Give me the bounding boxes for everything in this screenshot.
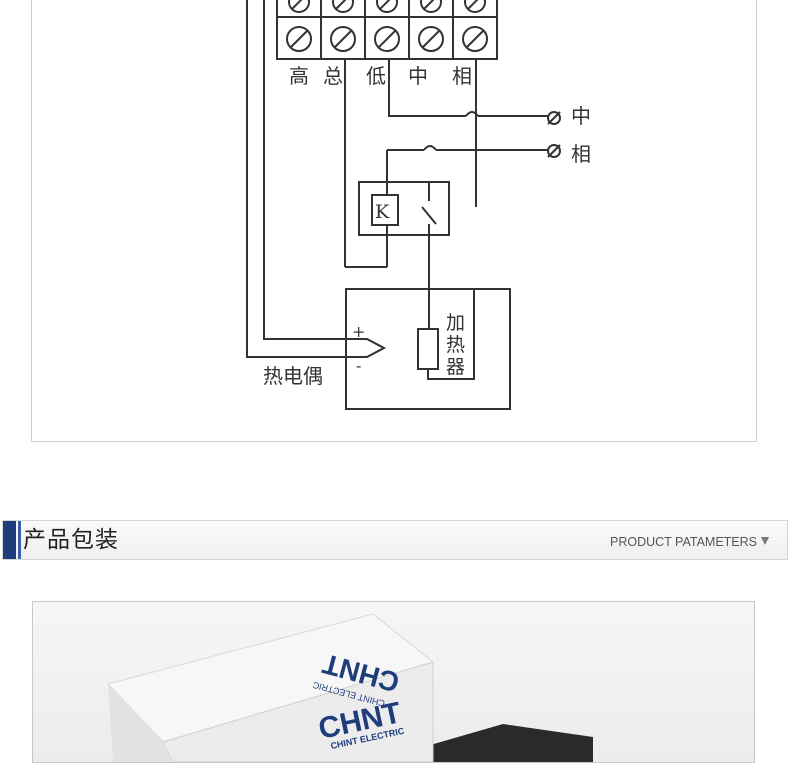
terminal-label-neutral: 中 <box>408 64 428 88</box>
heater-label-2: 热 <box>446 334 465 356</box>
product-photo: CHNT CHINT ELECTRIC CHNT CHINT ELECTRIC <box>32 601 755 763</box>
terminal-label-total: 总 <box>323 64 343 88</box>
section-accent <box>3 521 16 559</box>
section-title: 产品包装 <box>23 527 119 553</box>
relay-coil <box>371 194 399 226</box>
heater-label-3: 器 <box>446 356 465 378</box>
triangle-down-icon <box>761 537 769 545</box>
terminal-label-phase: 相 <box>452 64 472 88</box>
terminal-block <box>276 0 498 60</box>
heater-label-1: 加 <box>446 312 465 334</box>
right-label-phase: 相 <box>571 142 591 166</box>
section-header: 产品包装 PRODUCT PATAMETERS <box>2 520 788 560</box>
heater-enclosure <box>345 288 511 410</box>
wiring-diagram: 高 总 低 中 相 中 相 K 加 热 器 热电偶 + - <box>246 0 591 410</box>
box-side-face <box>108 684 173 762</box>
dark-device <box>413 724 593 762</box>
thermocouple-label: 热电偶 <box>263 364 323 388</box>
minus-sign: - <box>356 356 361 375</box>
section-accent-line <box>18 521 21 559</box>
terminal-label-high: 高 <box>289 64 309 88</box>
relay-label: K <box>375 201 390 223</box>
plus-sign: + <box>352 322 365 341</box>
relay-box <box>358 181 450 236</box>
terminal-label-low: 低 <box>366 64 386 88</box>
right-label-neutral: 中 <box>571 104 591 128</box>
wiring-diagram-panel: 高 总 低 中 相 中 相 K 加 热 器 热电偶 + - <box>31 0 757 442</box>
section-subtitle: PRODUCT PATAMETERS <box>609 535 757 549</box>
product-box-illustration: CHNT CHINT ELECTRIC CHNT CHINT ELECTRIC <box>107 613 593 762</box>
heater-element <box>417 328 439 370</box>
